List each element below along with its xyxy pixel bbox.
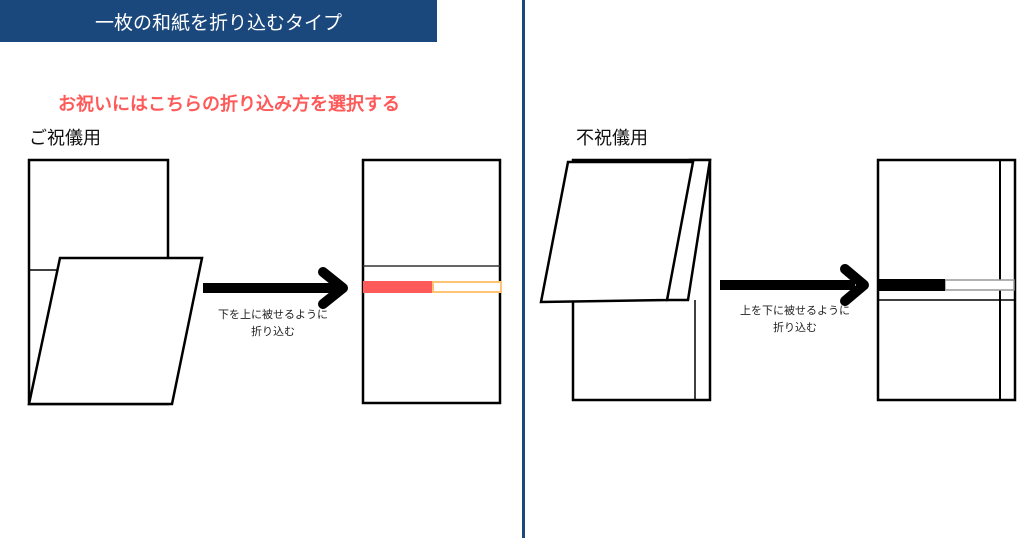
celebration-band-outline bbox=[432, 281, 502, 293]
title-banner: 一枚の和紙を折り込むタイプ bbox=[0, 0, 437, 42]
celebration-note: お祝いにはこちらの折り込み方を選択する bbox=[58, 94, 400, 115]
banner-title: 一枚の和紙を折り込むタイプ bbox=[94, 11, 342, 34]
condolence-fold-before bbox=[539, 158, 712, 402]
celebration-fold-after bbox=[361, 158, 502, 405]
caption-line: 下を上に被せるように bbox=[218, 308, 328, 321]
condolence-band-filled bbox=[878, 279, 945, 291]
celebration-caption: 下を上に被せるように 折り込む bbox=[203, 306, 343, 340]
caption-line: 折り込む bbox=[773, 321, 817, 334]
caption-line: 上を下に被せるように bbox=[740, 304, 850, 317]
celebration-heading: ご祝儀用 bbox=[29, 128, 101, 149]
condolence-arrow bbox=[720, 264, 869, 306]
section-divider bbox=[522, 0, 525, 538]
condolence-heading: 不祝儀用 bbox=[576, 128, 648, 149]
condolence-fold-after bbox=[876, 158, 1017, 402]
celebration-fold-before bbox=[27, 158, 204, 406]
caption-line: 折り込む bbox=[251, 325, 295, 338]
condolence-band-outline bbox=[944, 279, 1015, 291]
condolence-caption: 上を下に被せるように 折り込む bbox=[725, 302, 865, 336]
celebration-arrow bbox=[203, 267, 348, 309]
celebration-band-filled bbox=[363, 281, 432, 293]
